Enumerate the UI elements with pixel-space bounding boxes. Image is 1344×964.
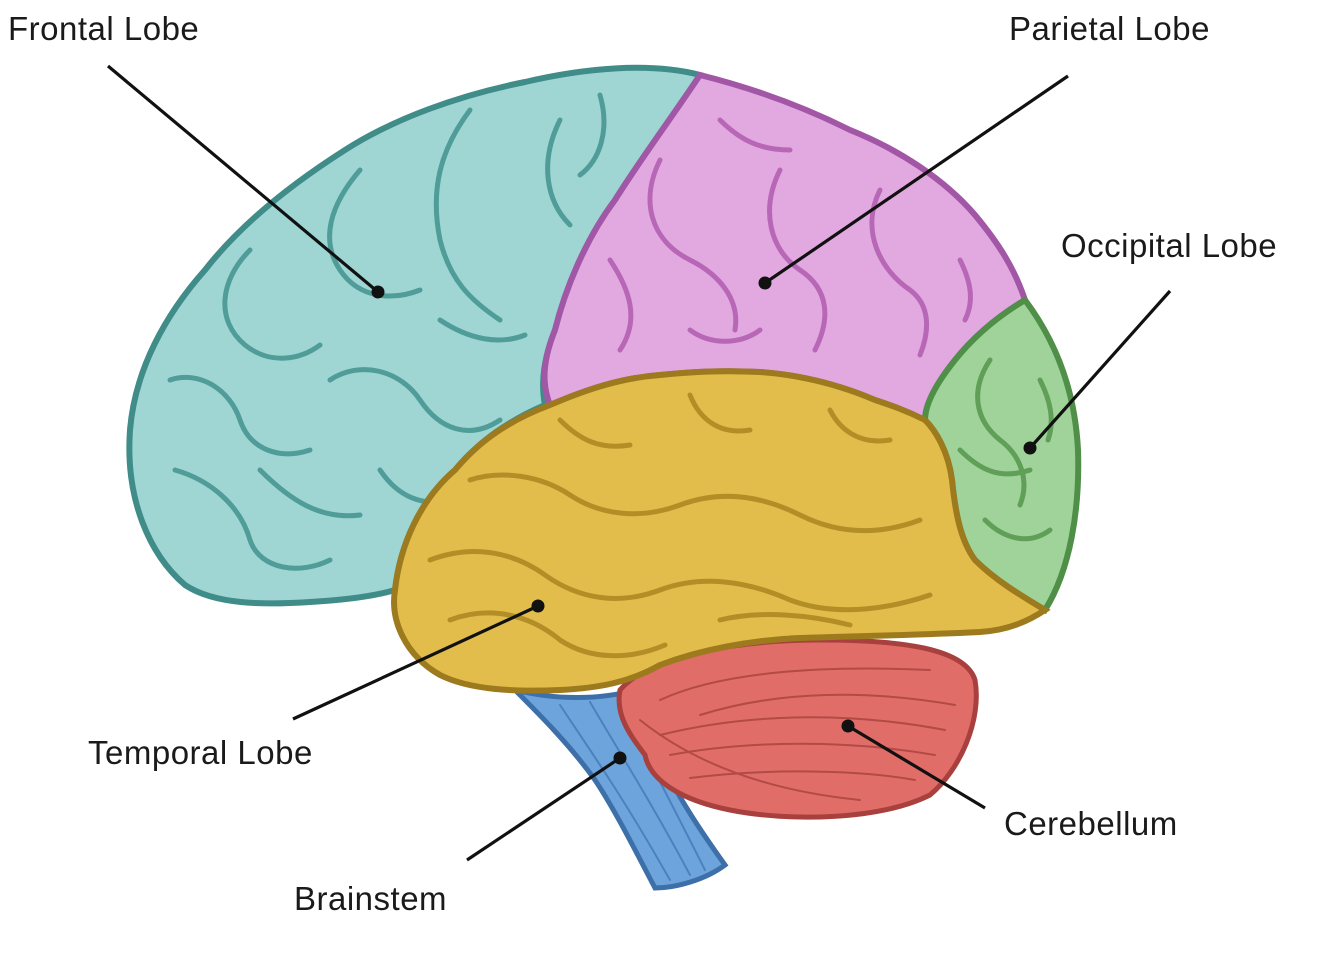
cerebellum-leader-line <box>847 724 986 810</box>
temporal-lobe-pointer <box>292 599 545 721</box>
occipital-lobe-label: Occipital Lobe <box>1061 227 1278 264</box>
parietal-lobe-leader-line <box>764 74 1069 285</box>
parietal-lobe-pointer <box>758 74 1069 290</box>
cerebellum-label: Cerebellum <box>1004 805 1178 842</box>
frontal-lobe-pointer-dot <box>371 285 385 299</box>
cerebellum-folia <box>639 667 956 801</box>
brainstem-pointer-dot <box>613 751 627 765</box>
occipital-lobe-gyri <box>957 357 1054 542</box>
temporal-lobe-shape <box>391 368 1051 694</box>
occipital-lobe-pointer <box>1023 289 1172 455</box>
temporal-lobe-gyri <box>427 392 933 659</box>
parietal-lobe-gyri <box>607 117 973 358</box>
brainstem-label: Brainstem <box>294 880 448 917</box>
temporal-lobe-pointer-dot <box>531 599 545 613</box>
temporal-lobe-region <box>391 368 1051 694</box>
occipital-lobe-pointer-dot <box>1023 441 1037 455</box>
temporal-lobe-leader-line <box>292 604 539 721</box>
temporal-lobe-label: Temporal Lobe <box>88 734 313 771</box>
occipital-lobe-leader-line <box>1028 289 1172 450</box>
leader-lines <box>106 64 1172 862</box>
cerebellum-region <box>616 637 979 820</box>
frontal-lobe-pointer <box>106 64 385 299</box>
parietal-lobe-pointer-dot <box>758 276 772 290</box>
cerebellum-pointer-dot <box>841 719 855 733</box>
frontal-lobe-label: Frontal Lobe <box>8 10 200 47</box>
parietal-lobe-label: Parietal Lobe <box>1009 10 1210 47</box>
brainstem-pointer <box>466 751 627 862</box>
cerebellum-pointer <box>841 719 986 810</box>
brainstem-leader-line <box>466 756 621 862</box>
frontal-lobe-leader-line <box>106 64 380 294</box>
